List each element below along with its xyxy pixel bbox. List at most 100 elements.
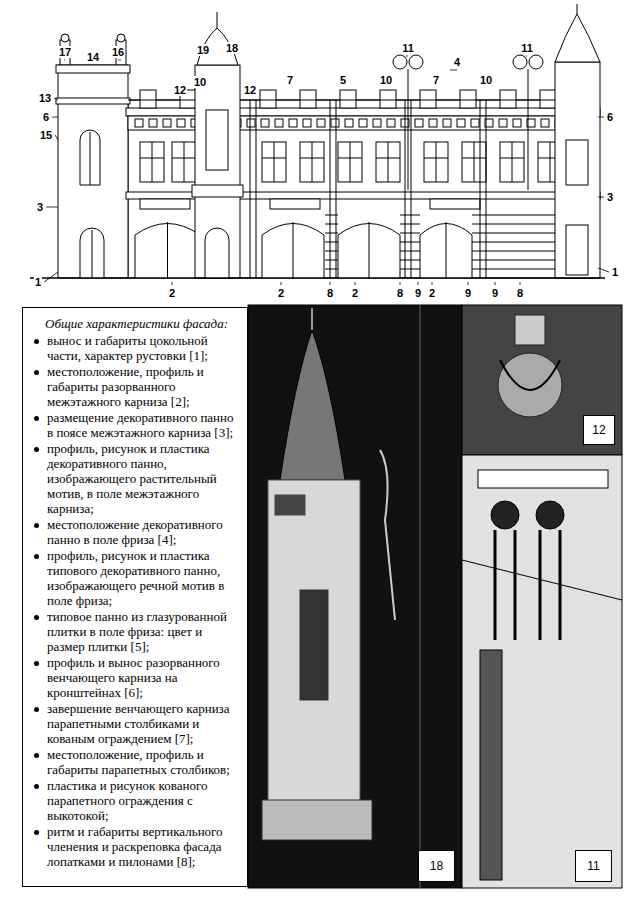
list-item: местоположение, профиль и габариты парап… bbox=[31, 747, 239, 777]
drawing-part bbox=[400, 215, 420, 216]
leader-line bbox=[355, 282, 356, 285]
drawing-part bbox=[172, 158, 196, 159]
bullet bbox=[34, 554, 39, 559]
window bbox=[300, 590, 328, 700]
bullet bbox=[34, 615, 39, 620]
drawing-part bbox=[289, 119, 297, 127]
drawing-part bbox=[135, 119, 143, 127]
drawing-part bbox=[512, 142, 513, 182]
window bbox=[140, 142, 164, 182]
leader-line bbox=[432, 282, 433, 285]
drawing-part bbox=[472, 215, 555, 216]
drawing-part bbox=[491, 501, 519, 529]
callout-number: 2 bbox=[168, 287, 176, 299]
drawing-part bbox=[472, 260, 555, 261]
list-item: завершение венчающего карниза парапетным… bbox=[31, 701, 239, 746]
bullet bbox=[34, 416, 39, 421]
leader-line bbox=[598, 197, 604, 198]
drawing-part bbox=[275, 495, 305, 515]
panel-heading: Общие характеристики фасада: bbox=[45, 316, 239, 331]
drawing-part bbox=[80, 228, 104, 278]
bullet bbox=[34, 784, 39, 789]
drawing-part bbox=[92, 230, 93, 278]
callout-number: 2 bbox=[428, 287, 436, 299]
drawing-part bbox=[177, 119, 185, 127]
drawing-part bbox=[436, 142, 437, 182]
right-tower bbox=[555, 62, 600, 278]
drawing-part bbox=[472, 233, 555, 234]
drawing-part bbox=[529, 55, 543, 69]
callout-number: 12 bbox=[173, 84, 187, 96]
drawing-part bbox=[500, 360, 560, 390]
left-tower bbox=[58, 65, 128, 278]
drawing-part bbox=[415, 119, 423, 127]
photo-ornament bbox=[462, 305, 622, 455]
callout-number: 8 bbox=[396, 287, 404, 299]
callout-number: 16 bbox=[111, 46, 125, 58]
drawing-part bbox=[408, 69, 409, 190]
drawing-part bbox=[331, 119, 339, 127]
drawing-part bbox=[443, 119, 451, 127]
drawing-part bbox=[577, 4, 578, 14]
list-item: типовое панно из глазурованной плитки в … bbox=[31, 609, 239, 654]
leader-line bbox=[495, 282, 496, 285]
list-item: размещение декоративного панно в поясе м… bbox=[31, 410, 239, 440]
cornice bbox=[56, 65, 130, 73]
callout-number: 8 bbox=[516, 287, 524, 299]
drawing-part bbox=[480, 100, 481, 278]
drawing-part bbox=[250, 100, 251, 278]
leader-line bbox=[450, 70, 457, 71]
drawing-part bbox=[152, 142, 153, 182]
drawing-part bbox=[262, 158, 286, 159]
callout-number: 8 bbox=[326, 287, 334, 299]
drawing-part bbox=[90, 132, 91, 185]
leader-line bbox=[400, 282, 401, 285]
window bbox=[376, 142, 400, 182]
list-text: пластика и рисунок кованого парапетного … bbox=[47, 778, 239, 823]
leader-line bbox=[172, 282, 173, 285]
window bbox=[462, 142, 486, 182]
callout-number: 19 bbox=[196, 44, 210, 56]
list-item: профиль, рисунок и пластика декоративног… bbox=[31, 441, 239, 516]
drawing-part bbox=[303, 119, 311, 127]
tower-body bbox=[268, 480, 360, 810]
leader-line bbox=[598, 117, 604, 118]
leader-line bbox=[418, 282, 419, 285]
drawing-part bbox=[336, 100, 337, 278]
parapet-post bbox=[340, 90, 356, 108]
drawing-part bbox=[400, 233, 420, 234]
drawing-part bbox=[400, 269, 420, 270]
drawing-part bbox=[446, 222, 447, 278]
callout-number: 9 bbox=[464, 287, 472, 299]
window bbox=[500, 142, 524, 182]
drawing-part bbox=[369, 222, 370, 278]
drawing-part bbox=[472, 224, 555, 225]
number-text: 18 bbox=[430, 859, 443, 873]
list-text: ритм и габариты вертикального членения и… bbox=[47, 824, 239, 869]
drawing-part bbox=[280, 330, 345, 480]
drawing-part bbox=[192, 185, 243, 197]
drawing-part bbox=[474, 142, 475, 182]
drawing-part bbox=[345, 119, 353, 127]
drawing-part bbox=[256, 100, 257, 278]
drawing-part bbox=[480, 650, 502, 880]
drawing-part bbox=[61, 34, 69, 42]
bullet bbox=[34, 523, 39, 528]
drawing-part bbox=[30, 277, 605, 279]
leader-line bbox=[52, 117, 58, 118]
window bbox=[172, 142, 196, 182]
list-item: вынос и габариты цокольной части, характ… bbox=[31, 333, 239, 363]
callout-number: 7 bbox=[432, 74, 440, 86]
drawing-part bbox=[393, 55, 407, 69]
drawing-part bbox=[471, 119, 479, 127]
parapet-post bbox=[380, 90, 396, 108]
panel bbox=[140, 199, 190, 209]
photo-tower bbox=[248, 305, 462, 888]
window bbox=[262, 142, 286, 182]
drawing-part bbox=[163, 119, 171, 127]
panel bbox=[430, 199, 480, 209]
drawing-part bbox=[457, 119, 465, 127]
number-text: 12 bbox=[592, 423, 605, 437]
drawing-part bbox=[330, 100, 331, 278]
leader-line bbox=[526, 56, 527, 57]
